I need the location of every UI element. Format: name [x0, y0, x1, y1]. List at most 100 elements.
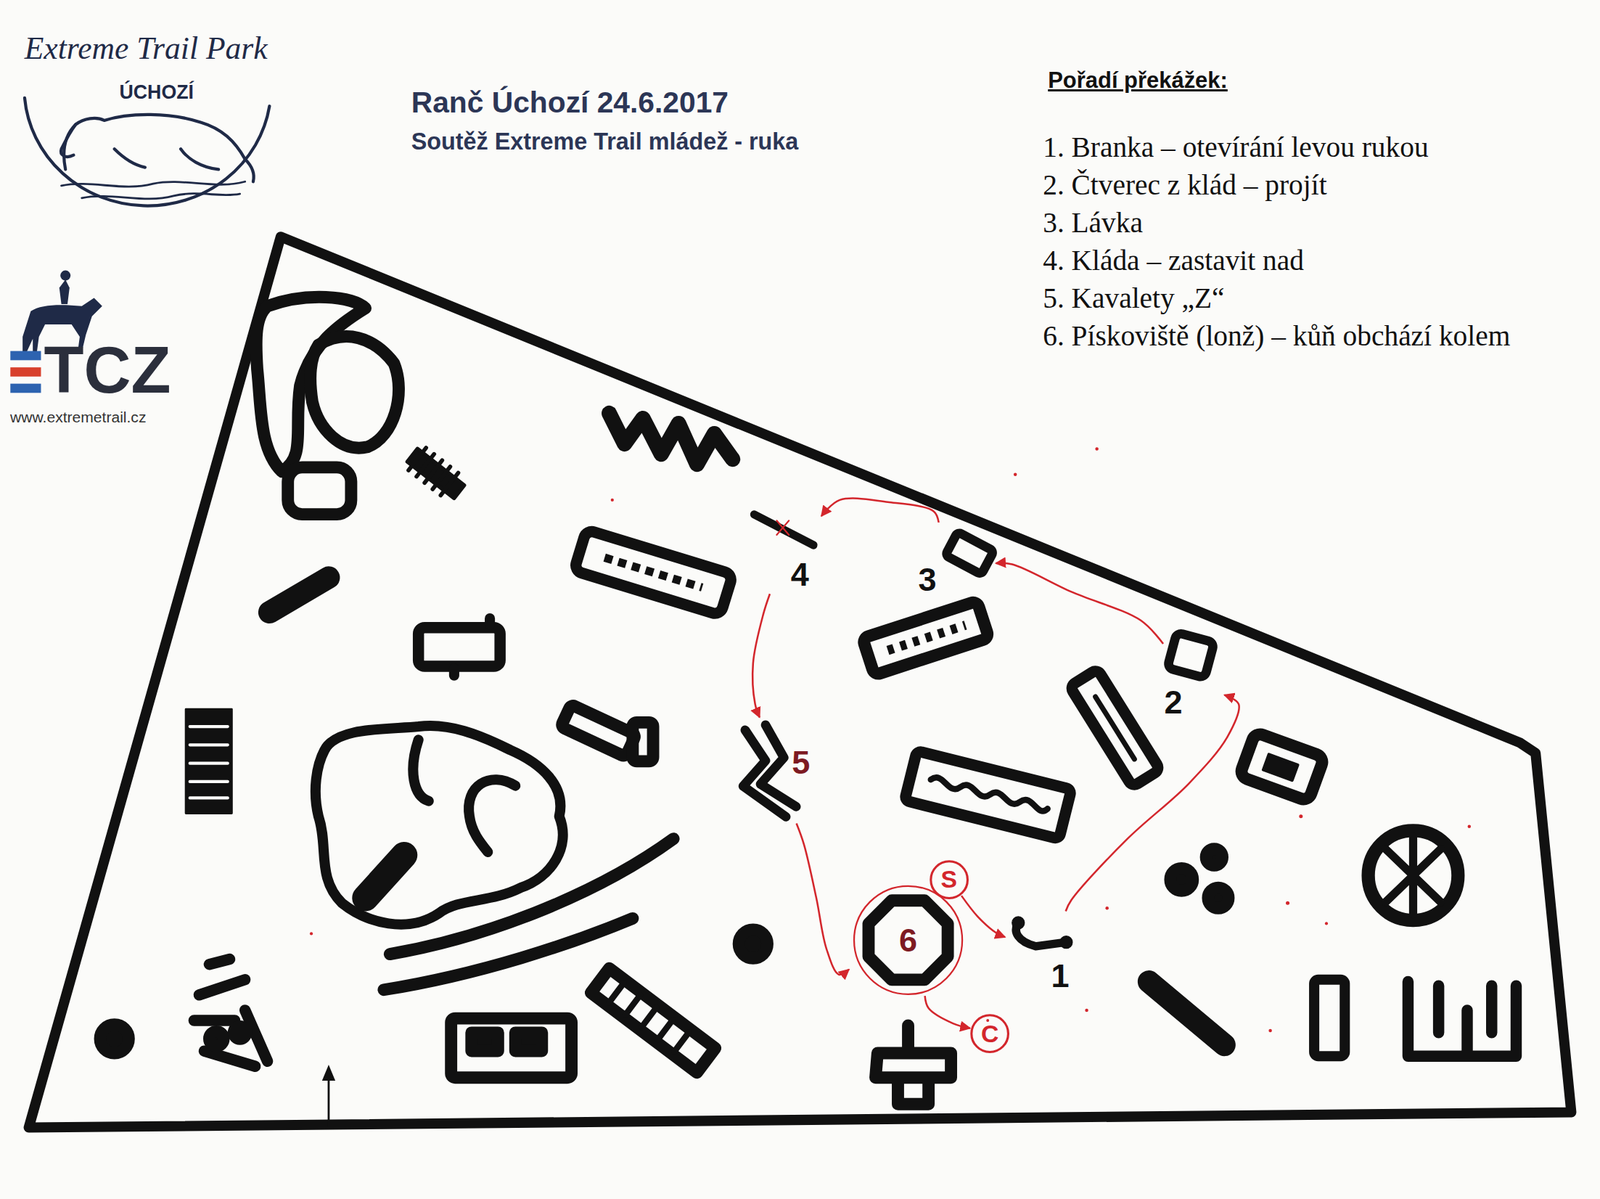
map-graphic — [862, 600, 990, 675]
start-marker: S — [928, 859, 970, 900]
map-graphic — [930, 775, 1049, 812]
map-graphic — [590, 967, 715, 1073]
map-graphic — [1239, 732, 1325, 802]
map-graphic — [288, 467, 352, 515]
etcz-e-mark — [10, 351, 41, 394]
route-arrow — [752, 593, 770, 717]
map-graphic — [60, 124, 76, 157]
obstacle-shape — [971, 1015, 1009, 1053]
website-url: www.extremetrail.cz — [10, 409, 146, 425]
map-graphic — [1069, 669, 1161, 787]
obstacle-gate: 1 — [1004, 911, 1082, 1000]
obstacle-shape — [930, 861, 968, 899]
map-graphic — [862, 600, 990, 675]
map-graphic — [10, 383, 41, 394]
obstacle-log: 4 — [748, 502, 822, 595]
map-graphic — [10, 367, 41, 377]
map-graphic — [327, 1075, 331, 1127]
map-graphic — [471, 1032, 499, 1051]
map-graphic — [1148, 981, 1225, 1045]
map-graphic — [1268, 1028, 1272, 1032]
north-arrow — [323, 1067, 334, 1127]
subtitle: Soutěž Extreme Trail mládež - ruka — [411, 129, 799, 154]
map-graphic — [904, 751, 1072, 839]
obstacle-list-item: 1. Branka – otevírání levou rukou — [1042, 133, 1429, 162]
obstacle-list-item: 6. Pískoviště (lonž) – kůň obchází kolem — [1042, 322, 1511, 351]
obstacle-drawing — [748, 502, 822, 595]
map-graphic — [573, 529, 733, 616]
map-graphic — [888, 624, 966, 651]
map-graphic — [1324, 921, 1328, 925]
callout-number: 2 — [1164, 685, 1183, 719]
map-graphic — [738, 929, 767, 958]
map-graphic — [323, 1067, 334, 1080]
map-graphic — [590, 967, 715, 1073]
map-graphic — [1105, 906, 1109, 910]
map-graphic — [310, 336, 400, 448]
map-graphic — [904, 751, 1072, 839]
callout-number: 5 — [791, 745, 810, 779]
map-graphic — [408, 447, 459, 496]
route-arrow — [995, 563, 1164, 644]
map-title: Ranč Úchozí 24.6.2017 — [411, 87, 729, 118]
map-graphic — [245, 158, 254, 182]
map-graphic — [61, 181, 246, 187]
map-graphic — [418, 627, 500, 667]
obstacle-sandpit: 6 — [848, 883, 968, 997]
map-graphic — [451, 1018, 572, 1078]
map-graphic — [1205, 848, 1222, 865]
map-graphic — [1013, 473, 1017, 477]
map-graphic — [114, 148, 219, 170]
map-graphic — [608, 982, 689, 1052]
map-graphic — [29, 236, 1572, 1127]
route — [752, 498, 1239, 1029]
map-graphic — [632, 721, 654, 761]
map-graphic — [100, 1024, 129, 1053]
obstacle-bridge: 3 — [916, 522, 997, 599]
map-graphic — [59, 279, 70, 305]
obstacle-list-item: 5. Kavalety „Z“ — [1042, 284, 1225, 313]
map-graphic — [403, 444, 468, 503]
map-graphic — [81, 193, 241, 199]
obstacle-shape — [743, 724, 797, 817]
map-graphic — [24, 97, 270, 207]
callout-number: 1 — [1050, 959, 1069, 992]
list-heading: Pořadí překážek: — [1047, 69, 1228, 93]
map-graphic — [484, 618, 495, 625]
callout-number: C — [981, 1021, 999, 1047]
field-obstacles — [29, 236, 1572, 1127]
map-graphic — [1385, 836, 1442, 915]
obstacle-shape — [753, 514, 814, 545]
map-graphic — [609, 412, 733, 464]
logo-uchozi — [24, 97, 270, 207]
map-graphic — [1467, 825, 1471, 828]
map-graphic — [412, 739, 429, 801]
map-graphic — [1094, 446, 1098, 450]
map-graphic — [1239, 732, 1325, 802]
map-graphic — [63, 114, 246, 170]
logo-text: TCZ — [43, 337, 171, 403]
red-dots — [309, 446, 1471, 1032]
map-graphic — [190, 726, 228, 798]
map-graphic — [208, 1031, 224, 1046]
route-arrow — [961, 895, 1005, 937]
map-graphic — [1407, 981, 1516, 1057]
map-graphic — [1095, 696, 1135, 760]
map-graphic — [1314, 979, 1345, 1056]
callout-number: 4 — [790, 558, 810, 591]
map-graphic — [573, 529, 733, 616]
route-arrow — [796, 823, 849, 975]
map-graphic — [1208, 887, 1229, 908]
obstacle-shape — [854, 885, 963, 995]
map-graphic — [449, 668, 460, 676]
obstacle-shape — [1012, 916, 1073, 949]
map-graphic — [1285, 901, 1290, 905]
map-graphic — [560, 704, 636, 757]
map-graphic — [468, 779, 516, 852]
map-graphic — [604, 557, 702, 588]
map-graphic — [1263, 753, 1298, 781]
map-graphic — [1368, 830, 1459, 921]
map-graphic — [1298, 814, 1303, 818]
map-graphic — [193, 959, 268, 1067]
